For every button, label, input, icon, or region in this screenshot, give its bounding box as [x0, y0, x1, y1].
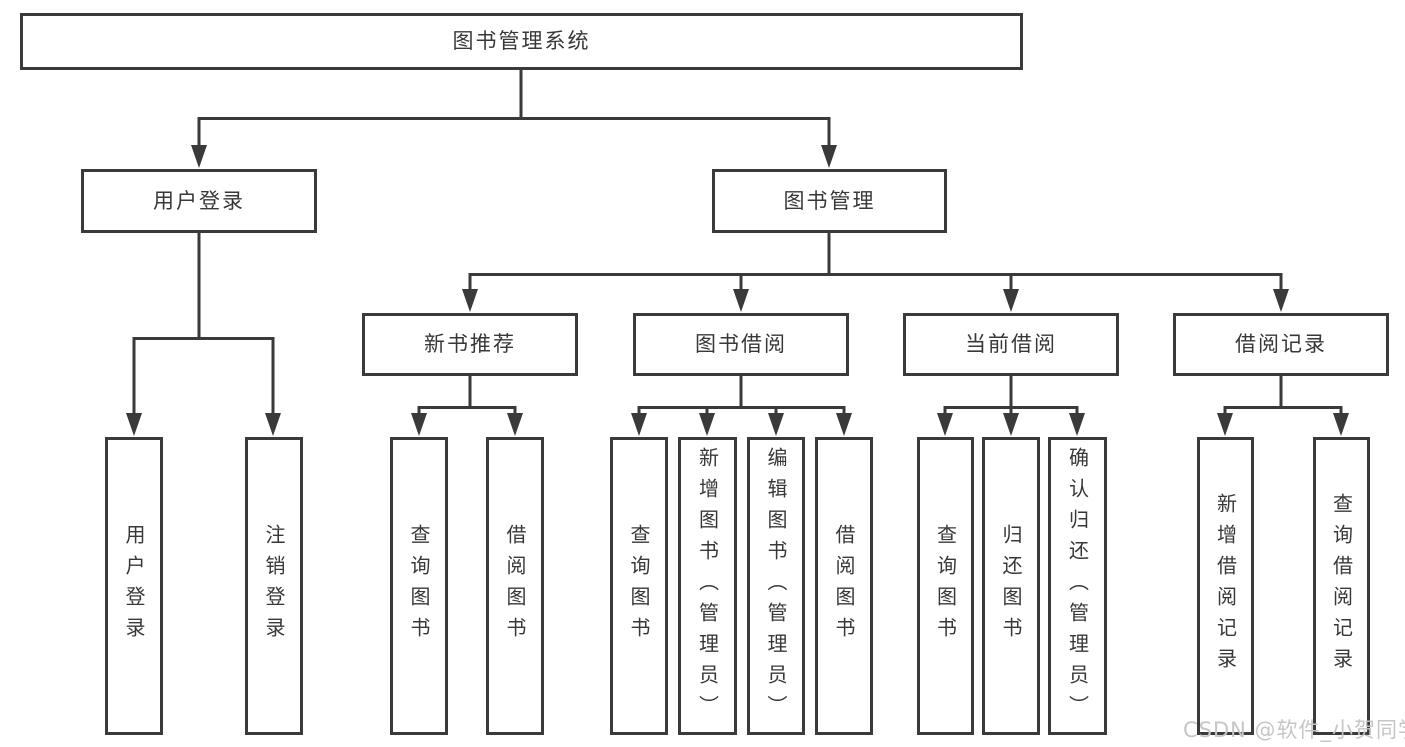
arrowhead-icon	[733, 289, 749, 312]
leaf-records-query-record: 查询借阅记录	[1313, 437, 1370, 735]
node-book-borrowing: 图书借阅	[633, 313, 849, 376]
arrowhead-icon	[699, 413, 715, 436]
node-book-management-label: 图书管理	[783, 188, 876, 213]
arrowhead-icon	[821, 145, 837, 168]
node-new-book-recommend: 新书推荐	[362, 313, 578, 376]
leaf-current-query-books-label: 查询图书	[933, 524, 958, 648]
leaf-borrowing-edit-books-label: 编辑图书（管理员）	[764, 446, 788, 726]
node-current-borrowing-label: 当前借阅	[965, 332, 1057, 356]
node-root: 图书管理系统	[20, 13, 1023, 70]
leaf-current-return-books-label: 归还图书	[999, 524, 1023, 648]
leaf-borrowing-borrow-books: 借阅图书	[815, 437, 873, 735]
leaf-logout: 注销登录	[245, 437, 303, 735]
arrowhead-icon	[1217, 413, 1233, 436]
arrowhead-icon	[1333, 413, 1349, 436]
leaf-borrowing-borrow-books-label: 借阅图书	[832, 524, 856, 648]
arrowhead-icon	[265, 413, 281, 436]
node-user-login-label: 用户登录	[153, 188, 245, 213]
leaf-records-add-record-label: 新增借阅记录	[1213, 493, 1238, 679]
arrowhead-icon	[836, 413, 852, 436]
leaf-current-confirm-return: 确认归还（管理员）	[1048, 437, 1107, 735]
leaf-logout-label: 注销登录	[262, 524, 286, 648]
leaf-recommend-query-books: 查询图书	[390, 437, 448, 735]
leaf-borrowing-query-books-label: 查询图书	[627, 524, 651, 648]
leaf-recommend-borrow-books: 借阅图书	[486, 437, 544, 735]
arrowhead-icon	[191, 145, 207, 168]
leaf-borrowing-add-books-label: 新增图书（管理员）	[695, 446, 720, 726]
leaf-borrowing-query-books: 查询图书	[610, 437, 668, 735]
node-current-borrowing: 当前借阅	[903, 313, 1119, 376]
leaf-current-confirm-return-label: 确认归还（管理员）	[1065, 446, 1090, 726]
arrowhead-icon	[126, 413, 142, 436]
arrowhead-icon	[462, 289, 478, 312]
node-user-login: 用户登录	[81, 169, 317, 233]
node-new-book-recommend-label: 新书推荐	[424, 332, 516, 356]
node-book-management: 图书管理	[712, 169, 947, 233]
leaf-borrowing-add-books: 新增图书（管理员）	[678, 437, 737, 735]
leaf-current-query-books: 查询图书	[917, 437, 974, 735]
leaf-records-add-record: 新增借阅记录	[1197, 437, 1254, 735]
arrowhead-icon	[937, 413, 953, 436]
leaf-current-return-books: 归还图书	[982, 437, 1040, 735]
leaf-borrowing-edit-books: 编辑图书（管理员）	[747, 437, 805, 735]
arrowhead-icon	[1003, 413, 1019, 436]
arrowhead-icon	[631, 413, 647, 436]
arrowhead-icon	[768, 413, 784, 436]
node-borrowing-records: 借阅记录	[1173, 313, 1389, 376]
leaf-records-query-record-label: 查询借阅记录	[1329, 493, 1354, 679]
arrowhead-icon	[507, 413, 523, 436]
arrowhead-icon	[1069, 413, 1085, 436]
node-book-borrowing-label: 图书借阅	[695, 332, 787, 356]
watermark: CSDN @软件_小贺同学	[1183, 718, 1405, 742]
arrowhead-icon	[411, 413, 427, 436]
leaf-recommend-borrow-books-label: 借阅图书	[503, 524, 527, 648]
node-borrowing-records-label: 借阅记录	[1235, 332, 1327, 356]
arrowhead-icon	[1003, 289, 1019, 312]
leaf-user-login-label: 用户登录	[122, 524, 146, 648]
node-root-label: 图书管理系统	[452, 29, 591, 53]
leaf-recommend-query-books-label: 查询图书	[407, 524, 431, 648]
leaf-user-login: 用户登录	[105, 437, 163, 735]
arrowhead-icon	[1273, 289, 1289, 312]
